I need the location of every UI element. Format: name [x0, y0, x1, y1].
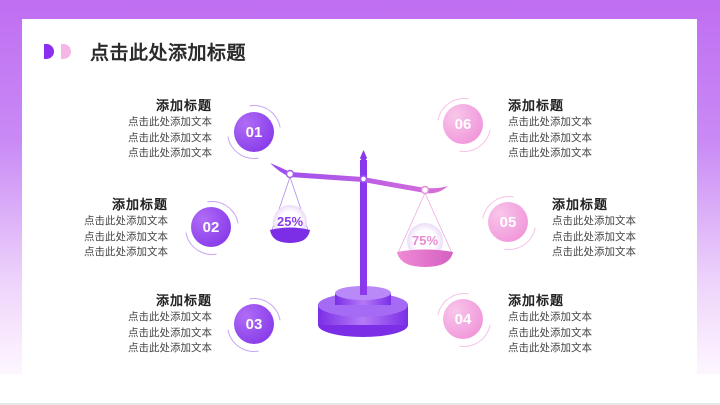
scale-pillar	[360, 160, 367, 295]
item-02: 添加标题 点击此处添加文本 点击此处添加文本 点击此处添加文本	[18, 198, 168, 261]
item-heading[interactable]: 添加标题	[552, 198, 609, 213]
item-text[interactable]: 点击此处添加文本	[508, 311, 592, 323]
number-badge-06: 06	[443, 104, 483, 144]
item-01: 添加标题 点击此处添加文本 点击此处添加文本 点击此处添加文本	[62, 99, 212, 162]
item-text[interactable]: 点击此处添加文本	[508, 116, 592, 128]
item-text[interactable]: 点击此处添加文本	[128, 147, 212, 159]
item-text[interactable]: 点击此处添加文本	[84, 246, 168, 258]
item-text[interactable]: 点击此处添加文本	[84, 215, 168, 227]
item-05: 添加标题 点击此处添加文本 点击此处添加文本 点击此处添加文本	[552, 198, 702, 261]
item-text[interactable]: 点击此处添加文本	[552, 246, 636, 258]
item-text[interactable]: 点击此处添加文本	[128, 131, 212, 144]
balance-scale-illustration: 25% 75%	[270, 150, 453, 337]
scale-beam	[270, 163, 448, 194]
item-heading[interactable]: 添加标题	[111, 198, 168, 213]
item-text[interactable]: 点击此处添加文本	[508, 147, 592, 159]
slide-title[interactable]: 点击此处添加标题	[90, 42, 247, 64]
item-text[interactable]: 点击此处添加文本	[508, 342, 592, 354]
item-heading[interactable]: 添加标题	[508, 294, 565, 309]
item-heading[interactable]: 添加标题	[155, 99, 212, 114]
item-06: 添加标题 点击此处添加文本 点击此处添加文本 点击此处添加文本	[508, 99, 658, 162]
item-text[interactable]: 点击此处添加文本	[128, 342, 212, 354]
right-pan	[397, 249, 453, 267]
item-heading[interactable]: 添加标题	[508, 99, 565, 114]
item-heading[interactable]: 添加标题	[155, 294, 212, 309]
item-text[interactable]: 点击此处添加文本	[128, 116, 212, 128]
item-text[interactable]: 点击此处添加文本	[508, 131, 592, 144]
right-pan-percentage: 75%	[412, 233, 438, 248]
left-pan	[270, 227, 310, 243]
number-badge-05: 05	[488, 202, 528, 242]
item-text[interactable]: 点击此处添加文本	[84, 230, 168, 243]
item-04: 添加标题 点击此处添加文本 点击此处添加文本 点击此处添加文本	[508, 294, 658, 357]
number-badge-03: 03	[234, 304, 274, 344]
item-text[interactable]: 点击此处添加文本	[552, 230, 636, 243]
logo-mark-pink	[61, 44, 71, 59]
left-pan-percentage: 25%	[277, 214, 303, 229]
item-text[interactable]: 点击此处添加文本	[128, 311, 212, 323]
number-badge-02: 02	[191, 207, 231, 247]
item-text[interactable]: 点击此处添加文本	[508, 326, 592, 339]
slide-bottom-area	[0, 374, 720, 405]
number-badge-01: 01	[234, 112, 274, 152]
item-03: 添加标题 点击此处添加文本 点击此处添加文本 点击此处添加文本	[62, 294, 212, 357]
item-text[interactable]: 点击此处添加文本	[128, 326, 212, 339]
logo-mark-purple	[44, 44, 54, 59]
item-text[interactable]: 点击此处添加文本	[552, 215, 636, 227]
bottom-divider	[0, 403, 720, 405]
number-badge-04: 04	[443, 299, 483, 339]
